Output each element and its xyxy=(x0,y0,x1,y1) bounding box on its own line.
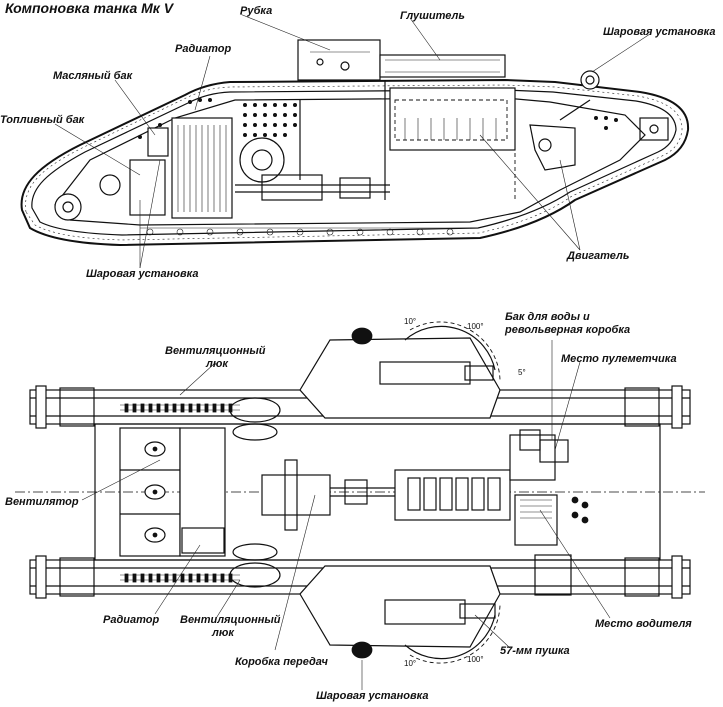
label-toplivny-bak: Топливный бак xyxy=(0,114,85,126)
label-sharovaya-plan: Шаровая установка xyxy=(316,690,429,702)
plan-ball-mount-bottom xyxy=(351,641,373,659)
label-maslyany-bak: Масляный бак xyxy=(53,70,133,82)
diagram-title: Компоновка танка Мк V xyxy=(5,0,174,16)
plan-gears xyxy=(229,397,281,588)
label-vent-top-2: люк xyxy=(206,358,228,370)
side-leader-lines xyxy=(54,13,651,269)
label-dvigatel: Двигатель xyxy=(567,250,630,262)
label-sharovaya-side-right: Шаровая установка xyxy=(603,26,716,38)
plan-hull xyxy=(94,423,661,561)
side-track-outline xyxy=(20,78,690,247)
label-ventilyator: Вентилятор xyxy=(5,496,79,508)
label-bak-vody: Бак для воды и xyxy=(505,311,590,323)
side-ball-mount-right xyxy=(580,70,600,90)
angle-bottom-100: 100° xyxy=(467,655,484,664)
label-sharovaya-side-bottom: Шаровая установка xyxy=(86,268,199,280)
plan-ball-mount-top xyxy=(351,327,373,345)
side-hull xyxy=(54,97,646,226)
plan-driver-seat xyxy=(514,494,558,546)
label-radiator-plan: Радиатор xyxy=(103,614,160,626)
plan-gun-bottom xyxy=(384,599,466,625)
plan-track-links xyxy=(120,404,240,581)
label-rubka: Рубка xyxy=(240,5,273,17)
side-driver-controls xyxy=(529,124,576,171)
angle-top-10: 10° xyxy=(404,317,417,326)
side-track-inner xyxy=(31,89,677,236)
side-view xyxy=(20,13,690,269)
label-revolvernaya: револьверная коробка xyxy=(505,324,631,336)
label-pushka: 57-мм пушка xyxy=(500,645,570,657)
plan-radiator xyxy=(179,427,226,557)
plan-view xyxy=(15,321,705,690)
label-vent-top-1: Вентиляционный xyxy=(165,345,266,357)
side-perforation xyxy=(137,98,619,139)
angle-top-100: 100° xyxy=(467,322,484,331)
angle-top-5: 5° xyxy=(518,368,526,377)
side-rear-wheel xyxy=(99,174,121,196)
angle-bottom-10: 10° xyxy=(404,659,417,668)
side-muffler xyxy=(379,54,506,78)
side-oil-tank xyxy=(147,127,169,157)
side-track-links xyxy=(25,84,683,241)
plan-gearbox xyxy=(261,474,331,516)
plan-water-tank xyxy=(509,434,556,481)
label-mesto-voditelya: Место водителя xyxy=(595,618,692,630)
side-rubka xyxy=(297,39,381,81)
label-glushitel: Глушитель xyxy=(400,10,465,22)
plan-leader-lines xyxy=(81,340,611,690)
plan-gun-top xyxy=(379,361,471,385)
plan-gunner-seat xyxy=(539,439,569,463)
side-fuel-tank xyxy=(129,159,166,216)
label-mesto-pulemetchika: Место пулеметчика xyxy=(561,353,677,365)
label-korobka-peredach: Коробка передач xyxy=(235,656,328,668)
label-vent-bottom-2: люк xyxy=(212,627,234,639)
side-rear-sprocket xyxy=(54,193,82,221)
label-radiator-side: Радиатор xyxy=(175,43,232,55)
label-vent-bottom-1: Вентиляционный xyxy=(180,614,281,626)
